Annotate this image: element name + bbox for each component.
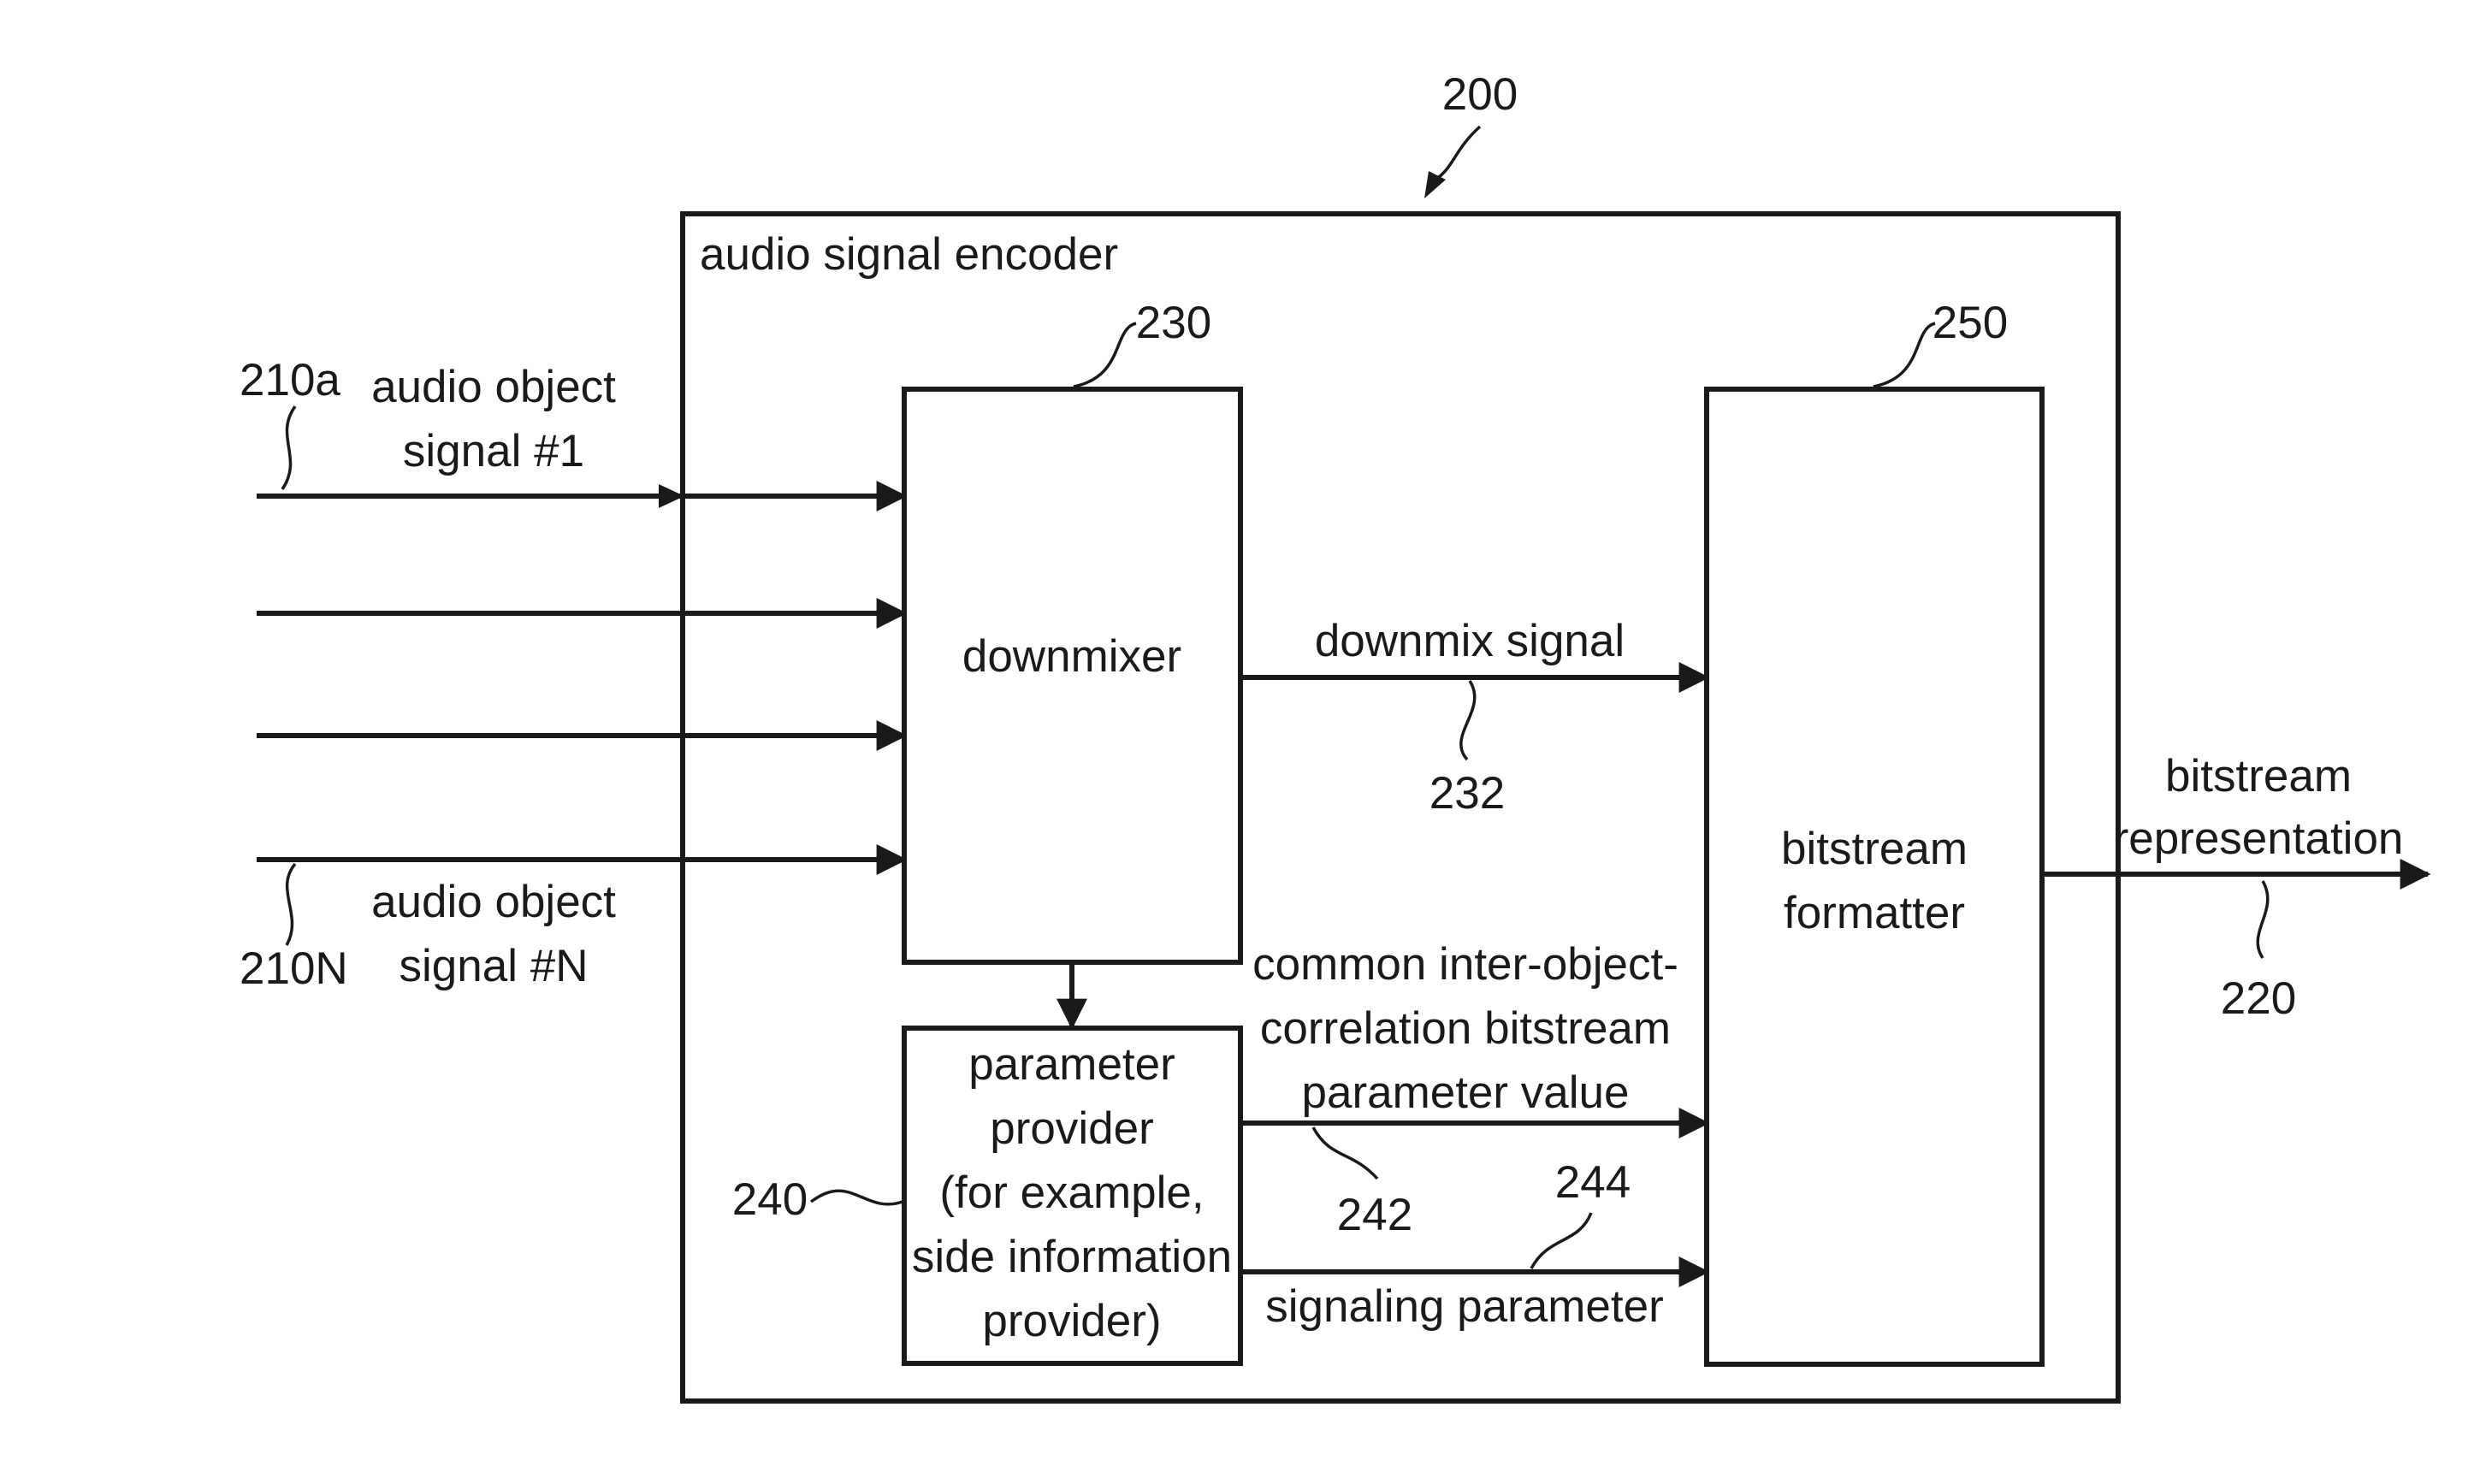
correlation-label-line3: parameter value <box>1302 1067 1630 1118</box>
downmix-signal-label: downmix signal <box>1315 616 1625 666</box>
output-ref-leader <box>2258 881 2268 958</box>
signaling-parameter-label: signaling parameter <box>1265 1281 1663 1332</box>
signaling-parameter-ref-244: 244 <box>1555 1157 1631 1208</box>
audio-signal-encoder-label: audio signal encoder <box>700 229 1118 280</box>
bitstream-formatter-box <box>1707 389 2042 1364</box>
input-ref-210n-leader <box>287 864 295 945</box>
figure-ref-200: 200 <box>1442 69 1518 120</box>
output-ref-220: 220 <box>2221 973 2296 1024</box>
downmix-signal-ref-232: 232 <box>1429 768 1505 819</box>
bitstream-formatter-ref-250: 250 <box>1933 298 2008 348</box>
correlation-ref-242: 242 <box>1337 1190 1412 1240</box>
output-label-line1: bitstream <box>2165 751 2352 801</box>
figure-ref-pointer <box>1435 127 1480 180</box>
output-label-line2: representation <box>2114 813 2404 864</box>
input-last-label-line1: audio object <box>371 877 616 927</box>
input-last-label-line2: signal #N <box>400 941 589 991</box>
parameter-provider-line1: parameter <box>968 1039 1175 1090</box>
correlation-label-line2: correlation bitstream <box>1260 1003 1671 1054</box>
downmixer-ref-230: 230 <box>1136 298 1211 348</box>
parameter-provider-line2: provider <box>990 1103 1153 1154</box>
parameter-provider-line4: side information <box>912 1232 1232 1282</box>
bitstream-formatter-line1: bitstream <box>1781 824 1968 874</box>
input-first-label-line2: signal #1 <box>403 426 584 476</box>
bitstream-formatter-line2: formatter <box>1784 888 1965 938</box>
input-ref-210a: 210a <box>240 355 340 405</box>
input-first-label-line1: audio object <box>371 362 616 412</box>
correlation-label-line1: common inter-object- <box>1252 939 1678 990</box>
input-ref-210n: 210N <box>240 943 348 994</box>
parameter-provider-line5: provider) <box>982 1296 1161 1346</box>
parameter-provider-ref-240: 240 <box>732 1174 808 1225</box>
input-ref-210a-leader <box>282 406 295 489</box>
downmixer-label: downmixer <box>962 631 1181 682</box>
parameter-provider-line3: (for example, <box>939 1168 1204 1218</box>
